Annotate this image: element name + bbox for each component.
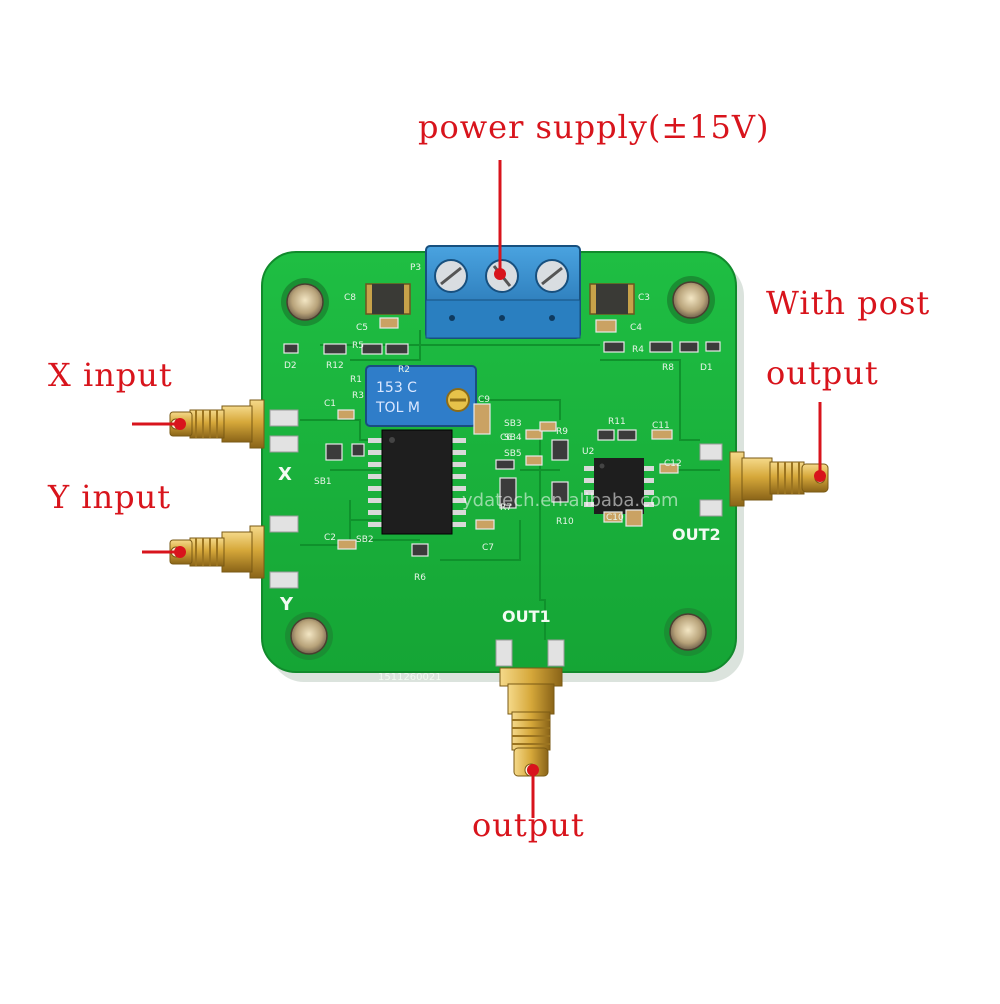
svg-text:C11: C11 bbox=[652, 421, 670, 431]
standoff-nuts bbox=[281, 276, 715, 660]
tantalum-capacitors bbox=[365, 283, 635, 315]
opamp-chip bbox=[584, 458, 654, 514]
svg-text:C2: C2 bbox=[324, 533, 336, 543]
svg-text:SB5: SB5 bbox=[504, 449, 522, 459]
svg-text:C10: C10 bbox=[606, 513, 624, 523]
watermark: ydatech.en.alibaba.com bbox=[462, 490, 679, 511]
svg-text:R9: R9 bbox=[556, 427, 568, 437]
svg-text:R10: R10 bbox=[556, 517, 574, 527]
svg-text:C1: C1 bbox=[324, 399, 336, 409]
svg-text:D2: D2 bbox=[284, 361, 297, 371]
svg-text:C6: C6 bbox=[500, 433, 512, 443]
svg-text:C8: C8 bbox=[344, 293, 356, 303]
svg-text:R8: R8 bbox=[662, 363, 674, 373]
svg-text:C12: C12 bbox=[664, 459, 682, 469]
svg-text:R6: R6 bbox=[414, 573, 426, 583]
y-input-label: Y input bbox=[48, 478, 172, 516]
svg-text:C4: C4 bbox=[630, 323, 642, 333]
silkscreen-refs: C8 C5 R5 R12 D2 R1 R2 R3 C9 C1 SB1 C2 SB… bbox=[284, 263, 713, 583]
svg-text:SB4: SB4 bbox=[504, 433, 522, 443]
main-ic-chip bbox=[368, 429, 466, 535]
svg-text:R1: R1 bbox=[350, 375, 362, 385]
svg-text:U2: U2 bbox=[582, 447, 594, 457]
svg-text:C3: C3 bbox=[638, 293, 650, 303]
annotation-pointers bbox=[132, 160, 822, 818]
x-input-label: X input bbox=[48, 356, 173, 394]
smd-components bbox=[283, 317, 721, 557]
svg-text:R11: R11 bbox=[608, 417, 626, 427]
annotation-dots bbox=[174, 268, 826, 776]
board-label-y: Y bbox=[279, 594, 294, 615]
board-label-out1: OUT1 bbox=[502, 607, 551, 626]
svg-text:R4: R4 bbox=[632, 345, 644, 355]
output-label: output bbox=[472, 806, 585, 844]
svg-text:R2: R2 bbox=[398, 365, 410, 375]
svg-text:C9: C9 bbox=[478, 395, 490, 405]
svg-text:R7: R7 bbox=[500, 503, 512, 513]
svg-text:R12: R12 bbox=[326, 361, 344, 371]
power-terminal-block bbox=[425, 245, 581, 339]
svg-text:SB2: SB2 bbox=[356, 535, 374, 545]
power-supply-label: power supply(±15V) bbox=[418, 108, 770, 146]
pot-marking-1: 153 C bbox=[376, 380, 417, 396]
sma-connector-out1 bbox=[499, 667, 563, 777]
svg-text:SB1: SB1 bbox=[314, 477, 332, 487]
board-label-x: X bbox=[278, 464, 292, 485]
post-output-label-line1: With post bbox=[766, 284, 931, 322]
svg-text:R5: R5 bbox=[352, 341, 364, 351]
pot-marking-2: TOL M bbox=[375, 400, 420, 416]
svg-text:D1: D1 bbox=[700, 363, 713, 373]
trimmer-potentiometer: 153 C TOL M bbox=[365, 365, 477, 427]
svg-text:SB3: SB3 bbox=[504, 419, 522, 429]
post-output-label-line2: output bbox=[766, 354, 879, 392]
sma-pads bbox=[269, 409, 723, 667]
terminal-ref: P3 bbox=[410, 263, 421, 273]
svg-text:R3: R3 bbox=[352, 391, 364, 401]
sma-connector-out2 bbox=[729, 451, 829, 507]
board-label-out2: OUT2 bbox=[672, 525, 721, 544]
svg-text:C7: C7 bbox=[482, 543, 494, 553]
svg-text:C5: C5 bbox=[356, 323, 368, 333]
board-serial: 1511260021 bbox=[378, 672, 442, 683]
